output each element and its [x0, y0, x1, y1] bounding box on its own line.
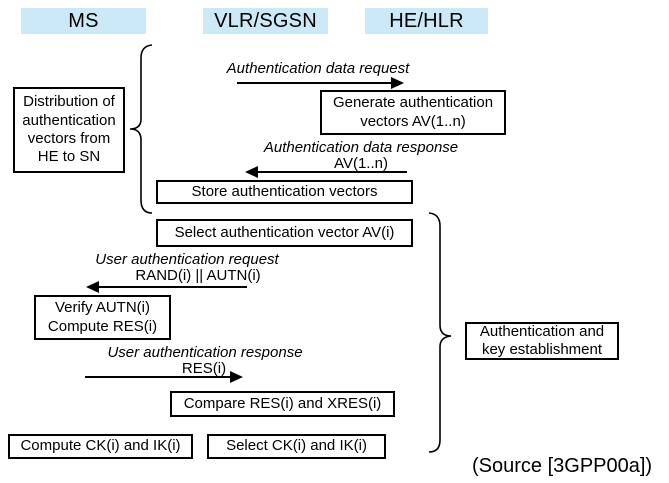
process-box-store-vectors: Store authentication vectors — [156, 180, 413, 204]
process-box-generate-vectors-label: Generate authentication vectors AV(1..n) — [332, 94, 494, 130]
arrow-head-right-icon — [230, 371, 243, 383]
arrow-head-right-icon — [391, 77, 404, 89]
arrow-head-left-icon — [245, 166, 258, 178]
process-box-compare-res-label: Compare RES(i) and XRES(i) — [183, 394, 382, 412]
process-box-select-keys: Select CK(i) and IK(i) — [207, 434, 386, 459]
arrow-head-left-icon — [86, 281, 99, 293]
process-box-verify-compute-label: Verify AUTN(i) Compute RES(i) — [47, 299, 158, 335]
column-header-ms-label: MS — [68, 9, 99, 32]
source-citation: (Source [3GPP00a]) — [472, 455, 653, 477]
process-box-compare-res: Compare RES(i) and XRES(i) — [170, 391, 395, 417]
message-label-auth-data-response: Authentication data response — [263, 139, 459, 156]
grouping-brace-distribution — [129, 44, 153, 214]
column-header-he-hlr-label: HE/HLR — [389, 9, 464, 32]
message-arrow-auth-data-request — [237, 77, 404, 89]
process-box-select-vector: Select authentication vector AV(i) — [156, 219, 413, 247]
message-label-user-auth-response: User authentication response — [107, 344, 303, 361]
message-label-user-auth-request: User authentication request — [95, 251, 279, 268]
message-param-av-1-n: AV(1..n) — [334, 155, 388, 172]
process-box-distribution-label: Distribution of authentication vectors f… — [22, 93, 116, 166]
column-header-vlr-sgsn-label: VLR/SGSN — [214, 9, 317, 32]
process-box-distribution: Distribution of authentication vectors f… — [13, 87, 125, 173]
process-box-store-vectors-label: Store authentication vectors — [191, 182, 378, 200]
process-box-select-vector-label: Select authentication vector AV(i) — [174, 223, 395, 241]
column-header-vlr-sgsn: VLR/SGSN — [203, 8, 328, 34]
process-box-auth-key-establishment-label: Authentication and key establishment — [479, 322, 605, 358]
grouping-brace-auth-key-establishment — [428, 212, 452, 453]
process-box-select-keys-label: Select CK(i) and IK(i) — [226, 437, 367, 455]
process-box-compute-keys-label: Compute CK(i) and IK(i) — [20, 437, 181, 455]
message-param-rand-autn: RAND(i) || AUTN(i) — [135, 267, 261, 284]
process-box-compute-keys: Compute CK(i) and IK(i) — [8, 434, 193, 459]
column-header-he-hlr: HE/HLR — [365, 8, 488, 34]
message-param-res: RES(i) — [181, 360, 227, 377]
message-label-auth-data-request: Authentication data request — [226, 60, 410, 77]
process-box-auth-key-establishment: Authentication and key establishment — [465, 322, 619, 360]
process-box-generate-vectors: Generate authentication vectors AV(1..n) — [320, 90, 506, 135]
column-header-ms: MS — [21, 8, 146, 34]
process-box-verify-compute: Verify AUTN(i) Compute RES(i) — [34, 295, 171, 340]
